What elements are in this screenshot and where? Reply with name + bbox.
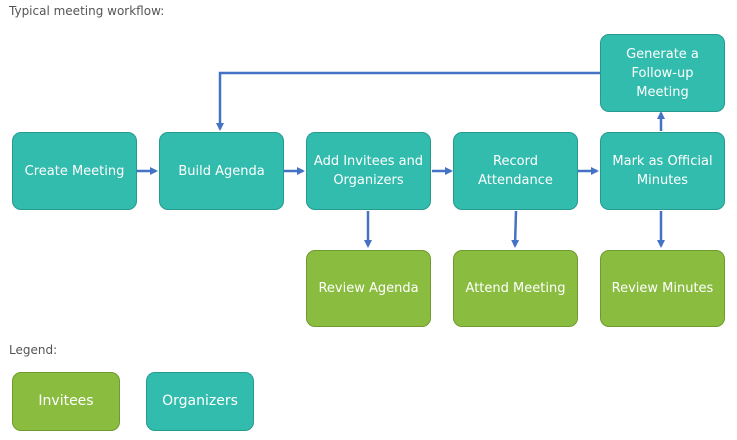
- node-generate-followup-label: Generate a Follow-up Meeting: [626, 46, 699, 100]
- node-attend-meeting-label: Attend Meeting: [465, 281, 566, 296]
- node-attend-meeting: Attend Meeting: [453, 250, 578, 327]
- node-review-minutes: Review Minutes: [600, 250, 725, 327]
- legend-organizers: Organizers: [146, 372, 254, 431]
- node-review-agenda: Review Agenda: [306, 250, 431, 327]
- node-record-attendance: Record Attendance: [453, 132, 578, 210]
- legend-invitees-label: Invitees: [38, 393, 94, 409]
- node-generate-followup: Generate a Follow-up Meeting: [600, 34, 725, 112]
- node-create-meeting: Create Meeting: [12, 132, 137, 210]
- node-add-invitees: Add Invitees and Organizers: [306, 132, 431, 210]
- node-build-agenda-label: Build Agenda: [178, 163, 265, 179]
- legend-organizers-label: Organizers: [162, 393, 238, 409]
- node-create-meeting-label: Create Meeting: [24, 163, 125, 179]
- node-record-attendance-label: Record Attendance: [478, 154, 553, 188]
- workflow-caption: Typical meeting workflow:: [9, 4, 165, 18]
- node-mark-official-label: Mark as Official Minutes: [612, 154, 713, 188]
- node-review-minutes-label: Review Minutes: [611, 281, 714, 296]
- node-add-invitees-label: Add Invitees and Organizers: [313, 154, 424, 188]
- legend-invitees: Invitees: [12, 372, 120, 431]
- arrow-attendance-to-attend-meeting: [511, 210, 520, 248]
- legend-caption: Legend:: [9, 343, 58, 357]
- node-review-agenda-label: Review Agenda: [318, 281, 419, 296]
- arrow-followup-to-agenda: [216, 71, 600, 131]
- node-mark-official: Mark as Official Minutes: [600, 132, 725, 210]
- node-build-agenda: Build Agenda: [159, 132, 284, 210]
